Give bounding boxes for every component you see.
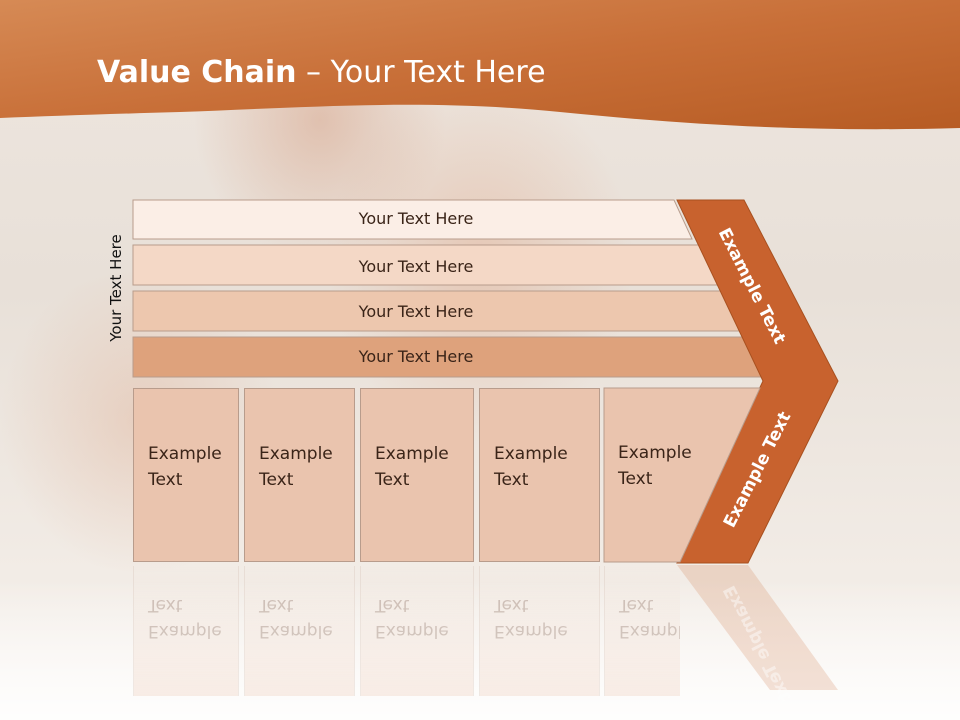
card-line2: Text: [494, 470, 529, 490]
chevron-arrow: [676, 199, 839, 564]
reflection-line1: Example: [259, 621, 333, 641]
card-reflection-5: Example Text: [604, 566, 680, 696]
column-card-2: Example Text: [244, 388, 355, 562]
reflection-line1: Example: [148, 621, 222, 641]
card-line2: Text: [375, 470, 410, 490]
card-line1: Example: [148, 444, 222, 464]
reflection-line1: Example: [494, 621, 568, 641]
background-fade: [0, 580, 960, 720]
slide-title: Value Chain – Your Text Here: [97, 55, 546, 90]
card-reflection-1: Example Text: [133, 566, 239, 696]
card-line2: Text: [148, 470, 183, 490]
card-line2: Text: [259, 470, 294, 490]
card-line2: Text: [618, 469, 653, 489]
title-bold: Value Chain: [97, 55, 297, 90]
card-line1: Example: [494, 444, 568, 464]
column-card-1: Example Text: [133, 388, 239, 562]
card-reflection-3: Example Text: [360, 566, 474, 696]
row-bar-1: [132, 199, 693, 240]
reflection-line2: Text: [619, 595, 654, 615]
reflection-line1: Example: [619, 621, 680, 641]
column-card-5: Example Text: [604, 388, 724, 562]
column-card-4: Example Text: [479, 388, 600, 562]
row-label-1: Your Text Here: [358, 209, 474, 228]
reflection-line2: Text: [148, 595, 183, 615]
card-reflection-4: Example Text: [479, 566, 600, 696]
card-line1: Example: [375, 444, 449, 464]
reflection-line2: Text: [494, 595, 529, 615]
row-label-2: Your Text Here: [358, 257, 474, 276]
column-card-3: Example Text: [360, 388, 474, 562]
column-card-5-shape: [603, 387, 761, 563]
header-band: [0, 0, 960, 130]
reflection-line2: Text: [259, 595, 294, 615]
chevron-reflection: [677, 565, 838, 690]
reflection-line1: Example: [375, 621, 449, 641]
card-line1: Example: [618, 443, 692, 463]
title-rest: – Your Text Here: [296, 55, 546, 90]
card-reflection-2: Example Text: [244, 566, 355, 696]
row-label-4: Your Text Here: [358, 347, 474, 366]
reflection-line2: Text: [375, 595, 410, 615]
row-label-3: Your Text Here: [358, 302, 474, 321]
card-line1: Example: [259, 444, 333, 464]
